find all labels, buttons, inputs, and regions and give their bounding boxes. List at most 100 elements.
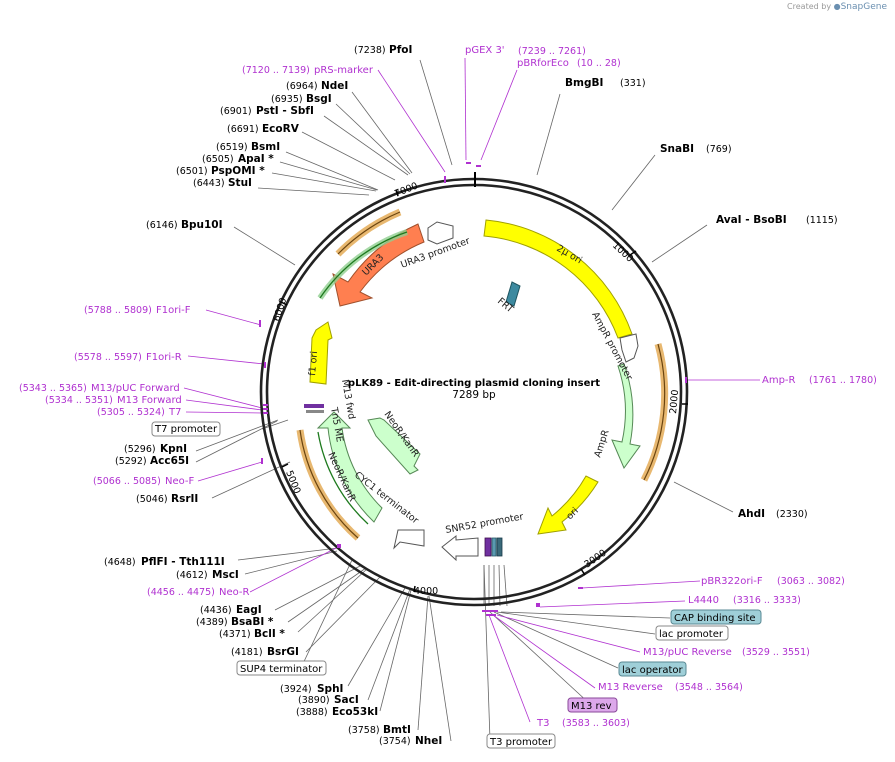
enzyme-bmgbi: BmgBI (565, 77, 603, 89)
cap-label: CAP binding site (674, 613, 756, 624)
enzyme-avai: AvaI - BsoBI (716, 214, 787, 226)
enzyme-msci: MscI (212, 569, 239, 581)
primer-m13puc-rev: M13/pUC Reverse (643, 647, 732, 658)
ampr-promoter-arrow (619, 333, 639, 363)
enzyme-sphi: SphI (317, 683, 343, 695)
enzyme-bsgi: BsgI (306, 93, 332, 105)
tick-label-1000: 1000 (610, 240, 635, 265)
orf-arc-ampr (640, 343, 669, 482)
ampr-label: AmpR (592, 428, 611, 459)
lac-operator-feature (491, 537, 497, 557)
f1ori-label: f1 ori (307, 351, 320, 377)
enzyme-bsabi: BsaBI * (231, 616, 274, 628)
lac-operator-label: lac operator (622, 665, 683, 676)
orf-arc-green-2 (317, 431, 369, 525)
lac-operator-box (618, 661, 687, 677)
m13-rev-label: M13 rev (571, 701, 612, 712)
primer-l4440: L4440 (688, 595, 719, 606)
enzyme-apai: ApaI * (238, 153, 274, 165)
neokanr-outer-arrow (316, 411, 383, 523)
enzyme-bcli: BclI * (254, 628, 285, 640)
primer-marks (259, 162, 687, 616)
orf-arc-green-1-line (319, 231, 408, 299)
enzyme-acc65i-pos: (5292) (115, 456, 147, 467)
primer-t7-pos: (5305 .. 5324) (97, 407, 165, 418)
enzyme-eagi-pos: (4436) (200, 605, 232, 616)
enzyme-psti-pos: (6901) (220, 106, 252, 117)
orf-arc-ampr-line (643, 343, 666, 481)
tick-label-2000: 2000 (668, 389, 681, 414)
cyc1-terminator-arrow (393, 529, 425, 550)
leader-lines (195, 59, 734, 742)
primer-amp-r: Amp-R (762, 375, 796, 386)
lac-promoter-box (655, 625, 729, 641)
tn5-me-feature (306, 410, 324, 413)
enzyme-bsgi-pos: (6935) (271, 94, 303, 105)
plasmid-size: 7289 bp (452, 389, 496, 401)
enzyme-ecorv: EcoRV (262, 123, 300, 135)
enzyme-nhei-pos: (3754) (379, 736, 411, 747)
enzyme-snabi-pos: (769) (706, 144, 732, 155)
enzyme-bsabi-pos: (4389) (196, 617, 228, 628)
ura3-promoter-arrow (427, 221, 454, 245)
neokanr-inner-arrow (367, 417, 421, 475)
primer-m13-fwd-pos: (5334 .. 5351) (45, 395, 113, 406)
enzyme-nhei: NheI (415, 735, 442, 747)
primer-pbr322ori-f-pos: (3063 .. 3082) (777, 576, 845, 587)
enzyme-saci-pos: (3890) (298, 695, 330, 706)
primer-m13-rev-pos: (3548 .. 3564) (675, 682, 743, 693)
t7-promoter-label: T7 promoter (154, 424, 218, 435)
primer-neo-f-pos: (5066 .. 5085) (93, 476, 161, 487)
enzyme-sphi-pos: (3924) (280, 684, 312, 695)
enzyme-ndei: NdeI (321, 80, 348, 92)
enzyme-bmti-pos: (3758) (348, 725, 380, 736)
primer-pgex3: pGEX 3' (465, 45, 505, 56)
enzyme-ahdi-pos: (2330) (776, 509, 808, 520)
primer-f1ori-f-pos: (5788 .. 5809) (84, 305, 152, 316)
enzyme-ndei-pos: (6964) (286, 81, 318, 92)
enzyme-bsmi: BsmI (251, 141, 280, 153)
primer-neo-f: Neo-F (165, 476, 195, 487)
enzyme-pflfi: PflFI - Tth111I (141, 556, 225, 568)
enzyme-labels: (7238) PfoI (6964) NdeI (6935) BsgI (690… (104, 44, 838, 747)
primer-pbrforeco: pBRforEco (517, 58, 569, 69)
t7-promoter-box (151, 421, 221, 437)
primer-neo-r-pos: (4456 .. 4475) (147, 587, 215, 598)
enzyme-kpni: KpnI (160, 443, 187, 455)
enzyme-bsrgi: BsrGI (267, 646, 299, 658)
enzyme-snabi: SnaBI (660, 143, 694, 155)
primer-labels: pGEX 3' (7239 .. 7261) pBRforEco (10 .. … (19, 45, 877, 729)
t3-promoter-box (486, 733, 556, 749)
m13-rev-feature (484, 537, 492, 557)
primer-leader-lines (183, 57, 760, 723)
sup4-label: SUP4 terminator (240, 664, 323, 675)
enzyme-apai-pos: (6505) (202, 154, 234, 165)
t3-promoter-label: T3 promoter (489, 737, 553, 748)
enzyme-pfoi: PfoI (389, 44, 412, 56)
sup4-box (236, 660, 327, 676)
primer-prs-marker: pRS-marker (314, 65, 374, 76)
primer-neo-r: Neo-R (219, 587, 250, 598)
enzyme-msci-pos: (4612) (176, 570, 208, 581)
snr52-label: SNR52 promoter (445, 511, 525, 536)
primer-f1ori-f: F1ori-F (156, 305, 191, 316)
enzyme-rsrii-pos: (5046) (136, 494, 168, 505)
enzyme-pspomi: PspOMI * (211, 165, 265, 177)
ampr-arrow (611, 363, 641, 470)
primer-t3: T3 (536, 718, 549, 729)
f1-ori-arrow (309, 321, 333, 385)
enzyme-bpu10i: Bpu10I (181, 219, 223, 231)
enzyme-eagi: EagI (236, 604, 262, 616)
primer-m13puc-rev-pos: (3529 .. 3551) (742, 647, 810, 658)
cap-box (670, 609, 762, 625)
enzyme-eco53ki: Eco53kI (332, 706, 378, 718)
snapgene-logo-icon: ● (833, 2, 841, 11)
primer-f1ori-r-pos: (5578 .. 5597) (74, 352, 142, 363)
enzyme-bsrgi-pos: (4181) (231, 647, 263, 658)
boxed-feature-labels: T7 promoter SUP4 terminator T3 promoter … (151, 421, 762, 749)
primer-m13puc-fwd: M13/pUC Forward (91, 383, 180, 394)
enzyme-bsmi-pos: (6519) (216, 142, 248, 153)
enzyme-bcli-pos: (4371) (219, 629, 251, 640)
